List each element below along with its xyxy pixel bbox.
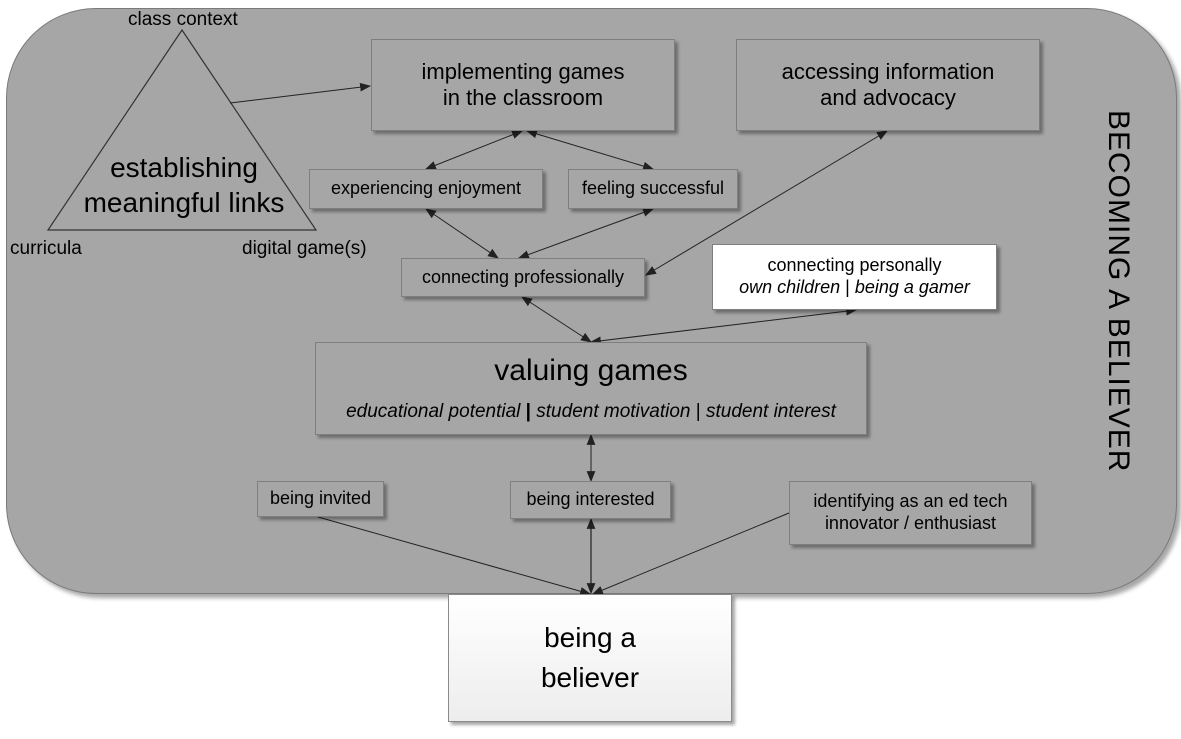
node-valuing-separator1: | <box>520 401 537 423</box>
arrow-identifying-believer <box>591 512 790 595</box>
triangle-center-line2: meaningful links <box>83 187 285 218</box>
node-identifying-line1: identifying as an ed tech <box>813 491 1008 512</box>
node-believer-line2: believer <box>540 662 640 693</box>
node-experiencing-enjoyment: experiencing enjoyment <box>309 169 543 209</box>
node-accessing-information: accessing information and advocacy <box>736 39 1040 131</box>
node-accessing-line1: accessing information <box>781 58 995 84</box>
node-personal-sub2: being a gamer <box>854 277 970 297</box>
node-invited-label: being invited <box>269 488 372 509</box>
node-being-interested: being interested <box>510 481 671 519</box>
vertex-label-curricula: curricula <box>10 238 82 259</box>
arrow-triangle-to-implementing <box>229 82 372 104</box>
node-personal-sub1: own children <box>739 277 841 297</box>
node-implementing-line1: implementing games <box>421 58 625 84</box>
node-enjoyment-label: experiencing enjoyment <box>330 178 522 199</box>
node-personal-title: connecting personally <box>767 255 942 276</box>
node-connecting-professionally: connecting professionally <box>401 258 645 297</box>
region-title: BECOMING A BELIEVER <box>1098 96 1138 486</box>
vertex-label-digital-games: digital game(s) <box>242 238 367 259</box>
node-professional-label: connecting professionally <box>421 266 625 287</box>
arrow-invited-believer <box>317 516 592 596</box>
arrow-implementing-successful <box>525 129 655 171</box>
node-interested-label: being interested <box>526 489 655 510</box>
node-accessing-line2: and advocacy <box>820 85 956 110</box>
node-personal-separator: | <box>840 277 855 297</box>
arrow-personal-valuing <box>589 306 858 346</box>
triangle-center-label: establishing meaningful links <box>64 150 304 220</box>
vertex-label-class-context: class context <box>128 9 238 30</box>
triangle-center-line1: establishing <box>110 152 258 183</box>
node-identifying-line2: innovator / enthusiast <box>824 513 997 533</box>
node-valuing-sub1: educational potential <box>346 401 521 423</box>
arrow-successful-professional <box>517 208 655 259</box>
node-valuing-separator2: | <box>690 401 706 423</box>
node-valuing-sub2: student motivation <box>536 401 691 423</box>
node-valuing-sub3: student interest <box>705 401 836 423</box>
node-valuing-games: valuing games educational potential | st… <box>315 342 867 435</box>
meaningful-links-triangle <box>46 28 318 231</box>
node-being-a-believer: being a believer <box>448 594 732 722</box>
node-believer-line1: being a <box>544 622 636 654</box>
node-personal-subline: own children | being a gamer <box>739 277 970 299</box>
node-connecting-personally: connecting personally own children | bei… <box>712 244 997 310</box>
node-feeling-successful: feeling successful <box>568 169 738 209</box>
node-being-invited: being invited <box>257 481 384 517</box>
node-implementing-line2: in the classroom <box>442 85 604 110</box>
arrow-implementing-enjoyment <box>424 130 524 170</box>
node-identifying-innovator: identifying as an ed tech innovator / en… <box>789 481 1032 545</box>
region-title-text: BECOMING A BELIEVER <box>1102 109 1135 473</box>
arrow-accessing-professional <box>645 130 888 276</box>
arrow-enjoyment-professional <box>425 208 499 259</box>
node-valuing-title: valuing games <box>494 354 688 388</box>
node-valuing-subline: educational potential | student motivati… <box>346 401 836 424</box>
node-successful-label: feeling successful <box>581 178 725 199</box>
arrow-professional-valuing <box>521 296 592 343</box>
node-implementing-games: implementing games in the classroom <box>371 39 675 131</box>
